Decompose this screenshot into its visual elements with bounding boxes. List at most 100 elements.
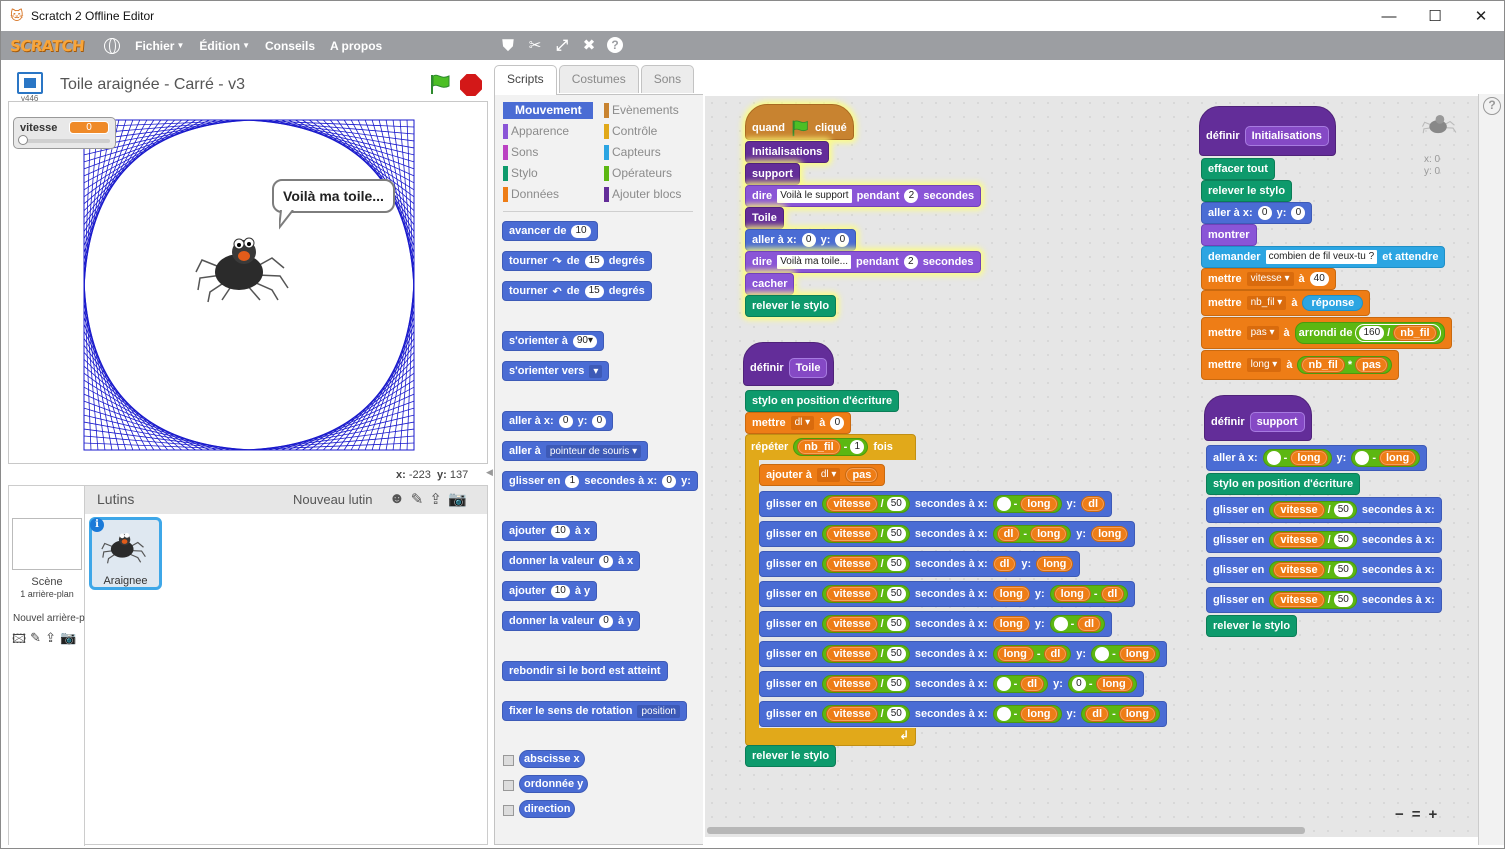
draw-brush-icon[interactable]: ✎ (30, 630, 42, 645)
block-relever-stylo-support[interactable]: relever le stylo (1206, 615, 1298, 637)
sprite-library-icon[interactable]: ☻ (389, 490, 405, 507)
menu-conseils[interactable]: Conseils (264, 38, 315, 53)
call-support[interactable]: support (745, 163, 800, 185)
category-5[interactable]: Capteurs (604, 144, 661, 161)
block-aller-xy-support[interactable]: aller à x: -long y: -long (1206, 445, 1428, 471)
variable-slider[interactable] (20, 139, 110, 143)
duplicate-stamp-icon[interactable]: ⛊ (502, 37, 514, 54)
spider-sprite[interactable] (192, 230, 302, 305)
menu-fichier[interactable]: Fichier▼ (135, 38, 185, 53)
zoom-out-icon[interactable]: − (1395, 806, 1404, 823)
shrink-icon[interactable]: ✖ (582, 37, 596, 54)
paint-backdrop-icon[interactable]: 🖾 (12, 631, 27, 646)
delete-scissors-icon[interactable]: ✂ (528, 37, 542, 54)
scene-thumbnail[interactable] (12, 518, 82, 570)
grow-icon[interactable]: ⤢ (555, 37, 568, 54)
help-question-icon[interactable]: ? (1483, 97, 1501, 115)
call-toile[interactable]: Toile (745, 207, 784, 229)
block-relever-stylo-main[interactable]: relever le stylo (745, 295, 837, 317)
fullscreen-icon[interactable] (17, 72, 43, 94)
sprite-camera-icon[interactable]: 📷 (447, 491, 467, 508)
category-7[interactable]: Opérateurs (604, 165, 672, 182)
stage-canvas[interactable]: vitesse 0 Voilà ma toile... (8, 101, 488, 464)
paint-sprite-brush-icon[interactable]: ✎ (410, 491, 424, 508)
block-cacher[interactable]: cacher (745, 273, 795, 295)
block-rebondir[interactable]: rebondir si le bord est atteint (502, 661, 668, 681)
checkbox-ordonnee[interactable] (503, 780, 514, 791)
tab-sons[interactable]: Sons (640, 65, 695, 93)
camera-icon[interactable]: 📷 (59, 630, 77, 645)
category-2[interactable]: Apparence (503, 123, 569, 140)
reporter-direction[interactable]: direction (519, 800, 576, 818)
block-help-icon[interactable]: ? (607, 37, 623, 53)
category-0[interactable]: Mouvement (503, 102, 593, 119)
repeat-header[interactable]: répéter nb_fil-1 fois (745, 434, 899, 460)
zoom-in-icon[interactable]: + (1428, 806, 1438, 823)
project-title[interactable]: Toile araignée - Carré - v3 (60, 76, 245, 93)
close-button[interactable]: ✕ (1474, 8, 1488, 25)
checkbox-abscisse[interactable] (503, 755, 514, 766)
category-8[interactable]: Données (503, 186, 559, 203)
category-3[interactable]: Contrôle (604, 123, 657, 140)
sprite-thumbnail-araignee[interactable]: i Araignee (89, 517, 162, 590)
reporter-abscisse[interactable]: abscisse x (519, 750, 585, 768)
collapse-stage-arrow[interactable]: ◀ (486, 467, 493, 477)
hat-when-flag-clicked[interactable]: quand cliqué (745, 104, 854, 140)
block-montrer[interactable]: montrer (1201, 224, 1257, 246)
menu-apropos[interactable]: A propos (330, 38, 383, 53)
upload-icon[interactable]: ⇪ (45, 630, 56, 645)
category-9[interactable]: Ajouter blocs (604, 186, 681, 203)
stop-sign-icon[interactable] (460, 74, 482, 96)
green-flag-icon[interactable] (428, 73, 452, 95)
zoom-reset-icon[interactable]: = (1411, 806, 1421, 823)
tab-costumes[interactable]: Costumes (558, 65, 639, 93)
menu-edition[interactable]: Édition▼ (199, 38, 250, 53)
block-relever-stylo-toile[interactable]: relever le stylo (745, 745, 837, 767)
call-initialisations[interactable]: Initialisations (745, 141, 830, 163)
upload-sprite-icon[interactable]: ⇪ (429, 491, 442, 508)
reporter-ordonnee[interactable]: ordonnée y (519, 775, 589, 793)
tab-scripts[interactable]: Scripts (494, 65, 557, 95)
info-icon[interactable]: i (90, 518, 104, 532)
variable-monitor[interactable]: vitesse 0 (13, 117, 116, 149)
scratch-logo[interactable]: SCRATCH (9, 36, 85, 55)
maximize-button[interactable]: ☐ (1428, 8, 1442, 25)
